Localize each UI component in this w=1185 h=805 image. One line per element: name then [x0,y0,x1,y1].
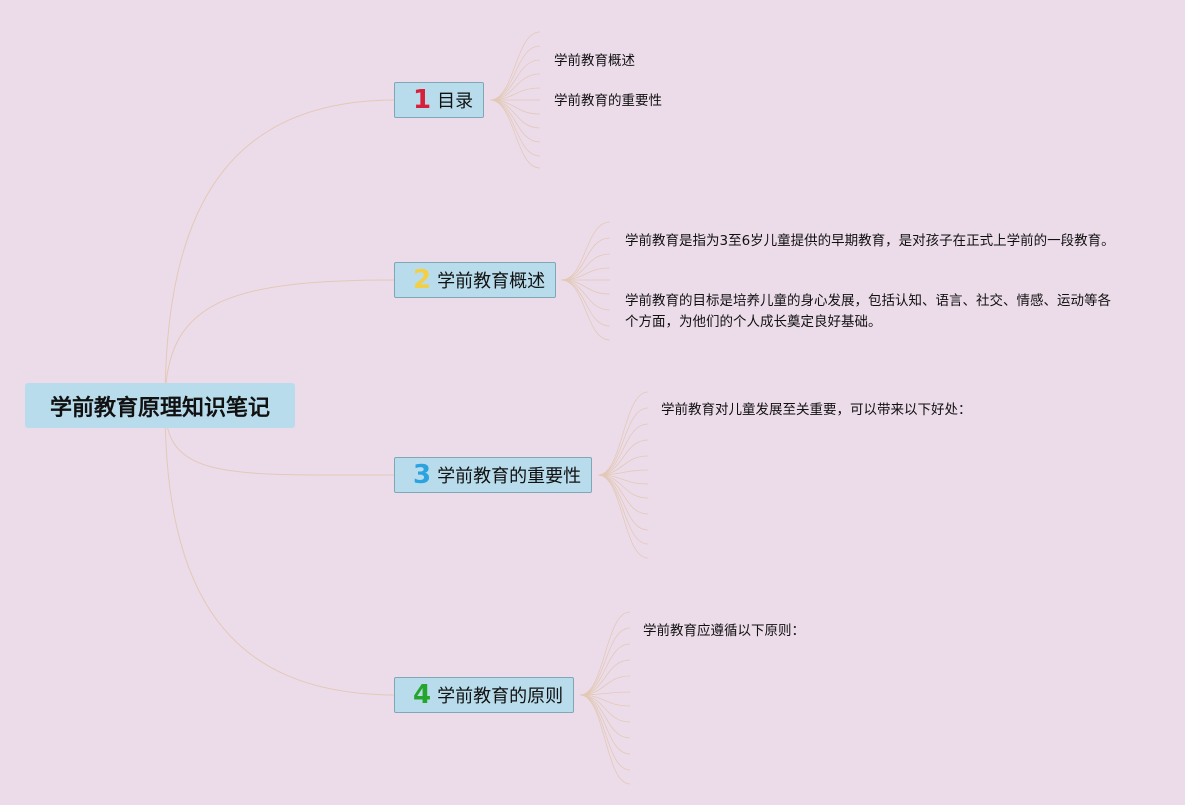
connector-line [597,439,649,476]
note-item: 学前教育概述 [554,53,635,69]
connector-line [579,627,631,696]
connector-line [560,237,611,281]
connector-line [597,391,649,476]
branch-label: 学前教育的重要性 [437,466,582,487]
connector-line [579,611,631,696]
connector-line [579,694,631,785]
connector-line [579,659,631,696]
connector-line [560,221,611,281]
branch-node-principles[interactable]: 4 学前教育的原则 [394,677,575,713]
branch-node-contents[interactable]: 1 目录 [394,82,485,118]
connector-line [597,474,649,545]
connector-line [489,73,541,101]
root-title: 学前教育原理知识笔记 [49,395,270,421]
connector-line [579,675,631,696]
branch-label: 学前教育的原则 [437,686,564,707]
connector-line [579,694,631,739]
connector-line [164,404,397,476]
branch-number: 1 [413,85,432,115]
connector-line [597,474,649,515]
connector-line [489,99,541,157]
connector-line [560,279,611,311]
connector-line [560,253,611,281]
branch-node-overview[interactable]: 2 学前教育概述 [394,262,557,298]
connector-line [597,407,649,476]
note-item: 学前教育对儿童发展至关重要，可以带来以下好处： [661,402,972,418]
root-node[interactable]: 学前教育原理知识笔记 [25,383,295,428]
connector-line [597,423,649,476]
branch-label: 目录 [437,91,474,112]
connector-line [489,45,541,101]
connector-line [597,474,649,559]
note-item: 学前教育的目标是培养儿童的身心发展，包括认知、语言、社交、情感、运动等各个方面，… [625,293,1111,330]
connector-line [579,694,631,771]
connector-line [579,694,631,755]
connector-line [164,99,397,406]
branch-number: 3 [413,460,432,490]
branch-number: 4 [413,680,432,710]
connector-line [560,279,611,341]
connector-line [579,694,631,723]
branch-node-importance[interactable]: 3 学前教育的重要性 [394,457,593,493]
connector-line [489,99,541,129]
note-item: 学前教育应遵循以下原则： [643,623,805,639]
connector-line [489,31,541,101]
branch-label: 学前教育概述 [437,271,546,292]
branch-number: 2 [413,265,432,295]
connector-line [579,643,631,696]
note-item: 学前教育是指为3至6岁儿童提供的早期教育，是对孩子在正式上学前的一段教育。 [625,233,1115,249]
connector-line [164,404,397,696]
connector-line [489,99,541,169]
connector-line [489,99,541,143]
note-item: 学前教育的重要性 [554,93,662,109]
connector-line [164,279,397,406]
